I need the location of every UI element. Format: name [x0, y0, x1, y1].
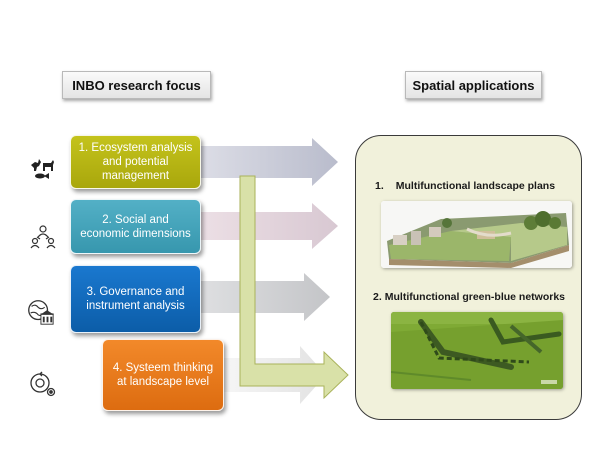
application-1-number: 1.: [375, 180, 384, 192]
connector-arrow: [239, 175, 349, 400]
application-2-label: 2.Multifunctional green-blue networks: [373, 291, 565, 303]
systems-cycle-icon: [27, 369, 57, 399]
application-1-title: Multifunctional landscape plans: [395, 180, 556, 192]
focus-ecosystem-analysis: 1. Ecosystem analysis and potential mana…: [70, 135, 201, 189]
focus-social-economic: 2. Social and economic dimensions: [70, 199, 201, 254]
application-2-number: 2.: [373, 291, 382, 303]
spatial-applications-header: Spatial applications: [405, 71, 542, 99]
arrow-1: [200, 138, 338, 186]
people-network-icon: [28, 222, 58, 252]
focus-governance-instruments: 3. Governance and instrument analysis: [70, 265, 201, 333]
focus-systems-thinking: 4. Systeem thinking at landscape level: [102, 339, 224, 411]
arrow-3: [200, 273, 330, 321]
research-focus-header: INBO research focus: [62, 71, 211, 99]
application-1-label: 1. Multifunctional landscape plans: [375, 180, 555, 192]
arrow-2: [200, 203, 338, 249]
application-2-title: Multifunctional green-blue networks: [384, 291, 566, 303]
animals-icon: [28, 153, 58, 183]
landscape-model-image: [381, 201, 572, 268]
globe-institution-icon: [25, 297, 55, 327]
green-hedgerow-aerial-image: [391, 312, 563, 389]
